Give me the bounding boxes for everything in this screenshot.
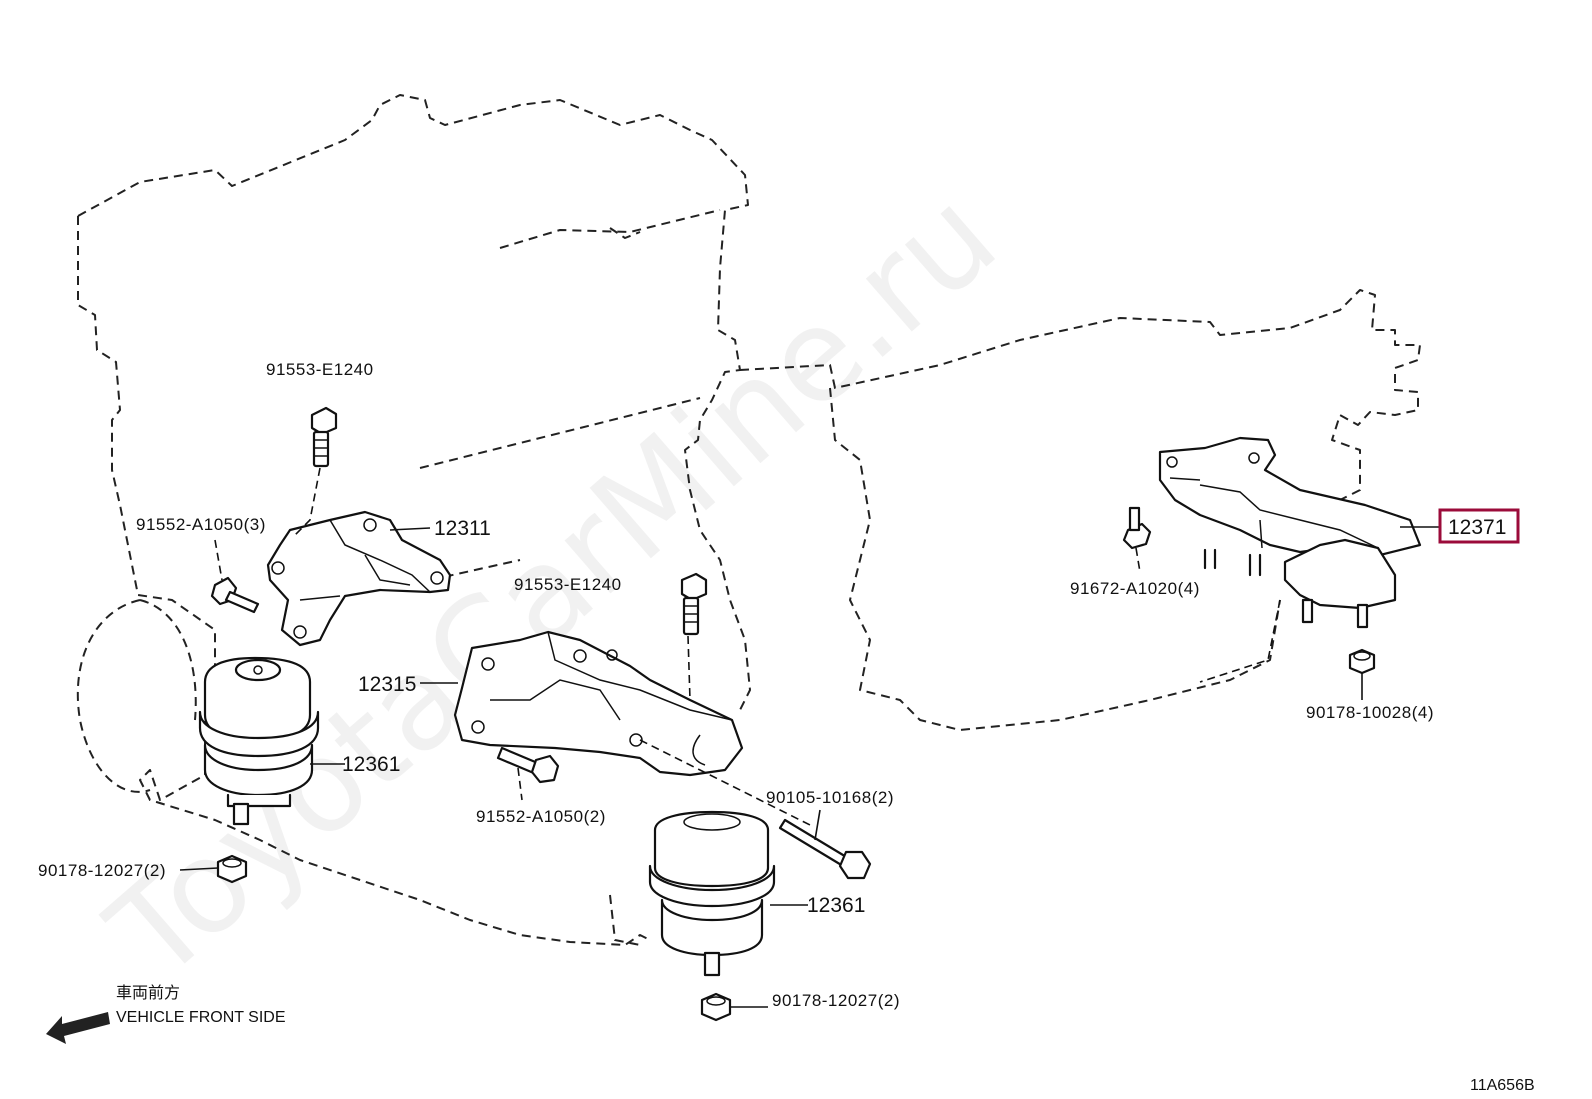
nut-left[interactable] bbox=[216, 854, 248, 884]
label-bracket-right: 12315 bbox=[358, 673, 416, 696]
label-bracket-left: 12311 bbox=[434, 517, 491, 540]
engine-mount-insulator-left[interactable] bbox=[198, 656, 320, 826]
vehicle-front-direction: 車両前方 VEHICLE FRONT SIDE bbox=[46, 984, 286, 1044]
engine-mount-bracket-right[interactable] bbox=[453, 630, 744, 777]
label-nut-left: 90178-12027(2) bbox=[38, 861, 166, 880]
label-mount-left: 12361 bbox=[342, 753, 400, 776]
arrow-left-icon bbox=[46, 1012, 110, 1044]
bolt-long[interactable] bbox=[778, 818, 872, 880]
label-bolt-lower-2: 91552-A1050(2) bbox=[476, 807, 606, 826]
rear-mount-insulator[interactable] bbox=[1158, 436, 1422, 629]
nut-center[interactable] bbox=[700, 992, 732, 1022]
label-rear-nut: 90178-10028(4) bbox=[1306, 703, 1434, 722]
engine-outline bbox=[77, 94, 1421, 946]
flywheel-outline bbox=[76, 599, 197, 793]
bolt-left[interactable] bbox=[210, 576, 260, 614]
diagram-code: 11A656B bbox=[1470, 1077, 1535, 1094]
label-mount-center: 12361 bbox=[807, 894, 865, 917]
engine-mount-insulator-center[interactable] bbox=[648, 810, 776, 977]
stud-bolt[interactable] bbox=[1122, 506, 1152, 550]
label-stud-bolt: 91672-A1020(4) bbox=[1070, 579, 1200, 598]
highlight-box bbox=[1438, 508, 1520, 544]
direction-label-en: VEHICLE FRONT SIDE bbox=[116, 1009, 286, 1026]
nut-rear[interactable] bbox=[1348, 648, 1376, 675]
label-bolt-mid: 91553-E1240 bbox=[514, 575, 622, 594]
label-bolt-top-left: 91553-E1240 bbox=[266, 360, 374, 379]
label-nut-center: 90178-12027(2) bbox=[772, 991, 900, 1010]
bolt-mid[interactable] bbox=[680, 572, 708, 636]
bolt-lower[interactable] bbox=[496, 746, 560, 784]
direction-label-jp: 車両前方 bbox=[116, 984, 180, 1002]
leader-lines bbox=[179, 467, 1440, 1008]
label-rear-mount[interactable]: 12371 bbox=[1448, 516, 1506, 539]
label-bolt-left-3: 91552-A1050(3) bbox=[136, 515, 266, 534]
engine-mount-bracket-left[interactable] bbox=[266, 510, 452, 647]
label-bolt-long: 90105-10168(2) bbox=[766, 788, 894, 807]
bolt-top-left[interactable] bbox=[310, 406, 338, 468]
